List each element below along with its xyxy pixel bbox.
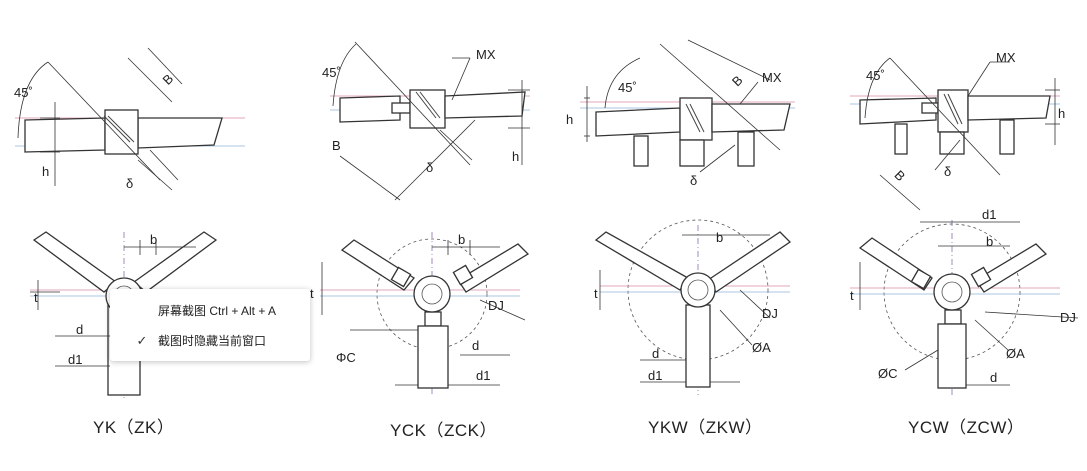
yck-b-label: b bbox=[458, 232, 465, 247]
ycw-side-view: 45˚ MX h B δ bbox=[850, 50, 1065, 211]
ykw-d1-label: d1 bbox=[648, 368, 662, 383]
ykw-delta-label: δ bbox=[690, 173, 697, 188]
yck-B-label: B bbox=[332, 138, 341, 153]
ycw-h-label: h bbox=[1058, 106, 1065, 121]
ycw-phiA-label: ØA bbox=[1006, 346, 1025, 361]
ycw-phiC-label: ØC bbox=[878, 366, 898, 381]
diagram-yk: 45˚ B h δ b t d d1 DJ Y bbox=[14, 47, 308, 437]
yk-d1-label: d1 bbox=[68, 352, 82, 367]
ycw-angle-label: 45˚ bbox=[866, 68, 885, 83]
ykw-DJ-label: DJ bbox=[762, 306, 778, 321]
diagram-yck: 45˚ MX B h δ bbox=[310, 41, 530, 440]
ykw-t-label: t bbox=[594, 286, 598, 301]
yk-h-label: h bbox=[42, 164, 49, 179]
ycw-b-label: b bbox=[986, 234, 993, 249]
yck-delta-label: δ bbox=[426, 160, 433, 175]
ykw-b-label: b bbox=[716, 230, 723, 245]
yck-side-view: 45˚ MX B h δ bbox=[322, 41, 530, 201]
ycw-DJ-label: DJ bbox=[1060, 310, 1076, 325]
menu-item-screenshot-label: 屏幕截图 Ctrl + Alt + A bbox=[158, 304, 277, 318]
context-menu: 屏幕截图 Ctrl + Alt + A ✓ 截图时隐藏当前窗口 bbox=[110, 289, 310, 361]
menu-item-hide-window[interactable]: ✓ 截图时隐藏当前窗口 bbox=[110, 326, 310, 356]
yk-d-label: d bbox=[76, 322, 83, 337]
yck-h-label: h bbox=[512, 149, 519, 164]
ykw-phiA-label: ØA bbox=[752, 340, 771, 355]
ykw-B-label: B bbox=[729, 72, 746, 89]
yck-plan-view: b t ΦC d d1 DJ bbox=[310, 232, 530, 395]
ykw-side-view: 45˚ B MX h δ bbox=[566, 39, 795, 188]
yck-phiC-label: ΦC bbox=[336, 350, 356, 365]
ykw-h-label: h bbox=[566, 112, 573, 127]
ycw-t-label: t bbox=[850, 288, 854, 303]
yk-caption: YK（ZK） bbox=[93, 418, 174, 437]
yck-d1-label: d1 bbox=[476, 368, 490, 383]
ykw-plan-view: b t DJ ØA d d1 bbox=[594, 219, 792, 395]
yck-DJ-label: DJ bbox=[488, 298, 504, 313]
diagram-ycw: 45˚ MX h B δ d1 b bbox=[850, 50, 1079, 437]
yk-angle-label: 45˚ bbox=[14, 85, 33, 100]
ykw-d-label: d bbox=[652, 346, 659, 361]
ycw-delta-label: δ bbox=[944, 164, 951, 179]
yck-caption: YCK（ZCK） bbox=[390, 421, 497, 440]
ykw-angle-label: 45˚ bbox=[618, 80, 637, 95]
yk-B-label: B bbox=[160, 71, 177, 88]
ycw-caption: YCW（ZCW） bbox=[908, 418, 1024, 437]
yck-angle-label: 45˚ bbox=[322, 65, 341, 80]
ykw-caption: YKW（ZKW） bbox=[648, 418, 763, 437]
ycw-d1-label: d1 bbox=[982, 207, 996, 222]
yck-MX-label: MX bbox=[476, 47, 496, 62]
ycw-plan-view: d1 b t DJ ØA ØC d bbox=[850, 207, 1079, 395]
yk-b-label: b bbox=[150, 232, 157, 247]
ycw-d-label: d bbox=[990, 370, 997, 385]
yk-t-label: t bbox=[34, 290, 38, 305]
ycw-B-label: B bbox=[892, 167, 909, 184]
menu-item-hide-window-label: 截图时隐藏当前窗口 bbox=[158, 334, 267, 348]
check-icon: ✓ bbox=[136, 333, 148, 348]
yck-d-label: d bbox=[472, 338, 479, 353]
diagram-ykw: 45˚ B MX h δ b t DJ ØA d bbox=[566, 39, 795, 437]
ykw-MX-label: MX bbox=[762, 70, 782, 85]
yck-t-label: t bbox=[310, 286, 314, 301]
yk-delta-label: δ bbox=[126, 176, 133, 191]
menu-item-screenshot[interactable]: 屏幕截图 Ctrl + Alt + A bbox=[110, 296, 310, 326]
yk-side-view: 45˚ B h δ bbox=[14, 47, 245, 191]
ycw-MX-label: MX bbox=[996, 50, 1016, 65]
